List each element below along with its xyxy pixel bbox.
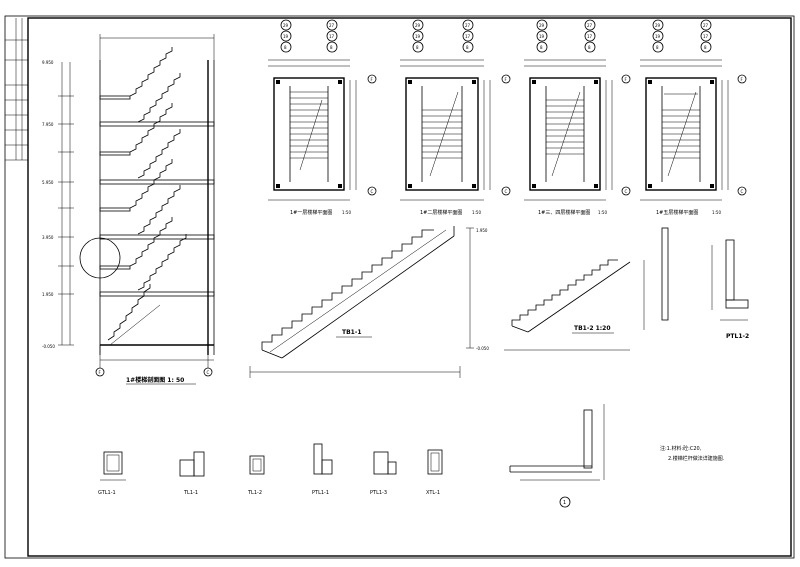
axis-top-label: 8: [588, 45, 591, 50]
tb1-level-top: 1.950: [476, 228, 488, 233]
axis-top-label: 17: [329, 34, 335, 39]
axis-top-label: 27: [465, 23, 471, 28]
plan-scale: 1:50: [598, 210, 607, 215]
title-block-strip: [5, 18, 28, 161]
axis-side-label: F: [741, 77, 744, 82]
section-label: TL1-2: [247, 490, 262, 496]
axis-top-label: 29: [539, 23, 545, 28]
axis-label-c: C: [207, 370, 210, 375]
detail-1: 1: [509, 404, 605, 508]
section-xtl-1: XTL-1: [426, 449, 443, 496]
axis-top-label: 8: [466, 45, 469, 50]
level-1: -0.050: [42, 344, 55, 349]
plan-title: 1#一层楼梯平面图: [290, 209, 332, 216]
level-6: 9.950: [42, 60, 54, 65]
plan-view-3: 29 19 8 27 17 8 F C 1#三、四层楼梯平面图 1:50: [524, 19, 631, 216]
stair-section-view: -0.050 1.950 3.950 5.950 7.950 9.950 F C…: [42, 34, 215, 385]
plan-title: 1#二层楼梯平面图: [420, 209, 462, 216]
axis-top-label: 29: [655, 23, 661, 28]
section-label: GTL1-1: [98, 490, 116, 496]
section-label: PTL1-1: [312, 490, 329, 496]
tb1-level-bottom: -0.050: [476, 346, 489, 351]
axis-side-label: C: [505, 189, 508, 194]
inner-frame: [27, 17, 792, 557]
section-label: XTL-1: [426, 490, 440, 496]
plan-view-2: 29 19 8 27 17 8 F C 1#二层楼梯平面图 1:50: [400, 19, 511, 216]
axis-side-label: C: [741, 189, 744, 194]
tb1-2-detail: TB1-2 1:20: [504, 227, 669, 351]
tb2-title: TB1-2 1:20: [574, 325, 611, 332]
ptl2-title: PTL1-2: [726, 333, 749, 340]
axis-top-label: 17: [587, 34, 593, 39]
notes: 注:1.材料:砼:C20, 2.楼梯栏杆做法详建施图.: [660, 445, 725, 462]
level-2: 1.950: [42, 292, 54, 297]
axis-bubble: [203, 367, 213, 377]
axis-top-label: 8: [704, 45, 707, 50]
axis-top-label: 27: [587, 23, 593, 28]
axis-side-label: F: [371, 77, 374, 82]
section-ptl1-1: PTL1-1: [312, 443, 333, 496]
axis-side-label: F: [625, 77, 628, 82]
note-line-1: 注:1.材料:砼:C20,: [660, 445, 702, 452]
outer-frame: [4, 15, 795, 559]
axis-top-label: 19: [655, 34, 661, 39]
axis-side-label: C: [371, 189, 374, 194]
detail-marker-label: 1: [563, 500, 566, 506]
plan-title: 1#三、四层楼梯平面图: [538, 209, 590, 216]
detail-callout-circle: [79, 237, 121, 279]
axis-top-label: 8: [284, 45, 287, 50]
tb1-title: TB1-1: [342, 329, 362, 336]
axis-top-label: 8: [540, 45, 543, 50]
ptl1-2-detail: PTL1-2: [711, 239, 749, 340]
section-tl1-1: TL1-1: [179, 451, 205, 496]
axis-label-f: F: [99, 370, 102, 375]
section-label: PTL1-3: [370, 490, 387, 496]
axis-top-label: 8: [330, 45, 333, 50]
tb1-1-detail: 1.950 -0.050 TB1-1: [249, 226, 489, 378]
axis-top-label: 17: [465, 34, 471, 39]
axis-top-label: 8: [416, 45, 419, 50]
section-view-title: 1#楼梯剖面图 1: 50: [126, 376, 184, 384]
note-line-2: 2.楼梯栏杆做法详建施图.: [668, 455, 725, 462]
section-tl1-2: TL1-2: [247, 455, 265, 496]
axis-top-label: 8: [656, 45, 659, 50]
section-ptl1-3: PTL1-3: [370, 451, 397, 496]
plan-scale: 1:50: [712, 210, 721, 215]
axis-side-label: F: [505, 77, 508, 82]
section-label: TL1-1: [183, 490, 198, 496]
axis-bubble: [95, 367, 105, 377]
plan-scale: 1:50: [342, 210, 351, 215]
axis-side-label: C: [625, 189, 628, 194]
plan-view-1: 29 19 8 27 17 8 F C 1#一层楼梯平面图 1:50: [268, 19, 377, 216]
level-3: 3.950: [42, 235, 54, 240]
axis-top-label: 29: [283, 23, 289, 28]
axis-top-label: 19: [539, 34, 545, 39]
axis-top-label: 19: [283, 34, 289, 39]
level-4: 5.950: [42, 180, 54, 185]
axis-top-label: 27: [703, 23, 709, 28]
axis-top-label: 17: [703, 34, 709, 39]
plan-view-4: 29 19 8 27 17 8 F C 1#五层楼梯平面图 1:50: [640, 19, 747, 216]
plan-title: 1#五层楼梯平面图: [656, 209, 698, 216]
axis-top-label: 27: [329, 23, 335, 28]
axis-top-label: 29: [415, 23, 421, 28]
section-gtl1-1: GTL1-1: [98, 451, 126, 496]
level-5: 7.950: [42, 122, 54, 127]
axis-top-label: 19: [415, 34, 421, 39]
plan-scale: 1:50: [472, 210, 481, 215]
